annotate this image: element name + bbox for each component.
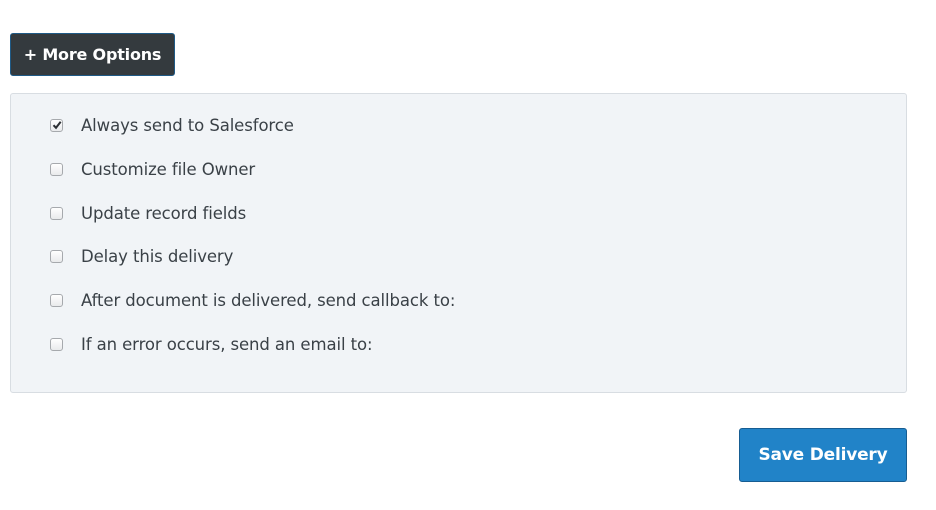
checkbox[interactable] bbox=[50, 293, 63, 307]
option-label: Delay this delivery bbox=[81, 246, 234, 266]
option-label: If an error occurs, send an email to: bbox=[81, 334, 373, 354]
option-label: Always send to Salesforce bbox=[81, 115, 294, 135]
option-delay-delivery[interactable]: Delay this delivery bbox=[50, 244, 233, 268]
checkbox[interactable] bbox=[50, 206, 63, 220]
checkbox[interactable] bbox=[50, 337, 63, 351]
option-send-callback[interactable]: After document is delivered, send callba… bbox=[50, 288, 455, 312]
option-update-record-fields[interactable]: Update record fields bbox=[50, 201, 246, 225]
checkbox[interactable] bbox=[50, 162, 63, 176]
option-always-send-salesforce[interactable]: Always send to Salesforce bbox=[50, 113, 294, 137]
options-panel: Always send to Salesforce Customize file… bbox=[10, 93, 907, 393]
checkbox[interactable] bbox=[50, 249, 63, 263]
more-options-button[interactable]: + More Options bbox=[10, 33, 175, 76]
save-delivery-button[interactable]: Save Delivery bbox=[739, 428, 907, 482]
option-label: Update record fields bbox=[81, 203, 247, 223]
option-label: Customize file Owner bbox=[81, 159, 256, 179]
checkbox-checked[interactable] bbox=[50, 118, 63, 132]
checkmark-icon bbox=[52, 121, 61, 130]
option-customize-file-owner[interactable]: Customize file Owner bbox=[50, 157, 255, 181]
option-error-email[interactable]: If an error occurs, send an email to: bbox=[50, 332, 373, 356]
option-label: After document is delivered, send callba… bbox=[81, 290, 456, 310]
